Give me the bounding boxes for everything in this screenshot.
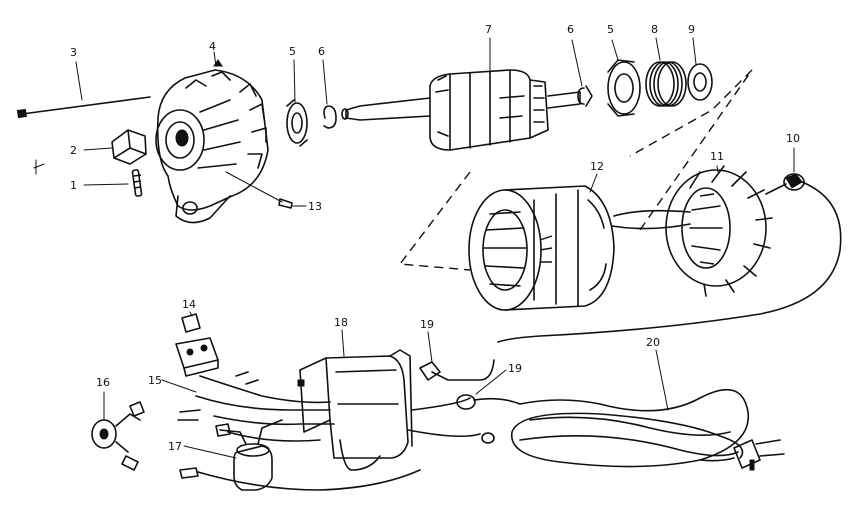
leader-5b <box>611 39 619 61</box>
part-strain-relief-lower <box>456 394 521 410</box>
part-bearing-right <box>607 59 641 117</box>
leader-4 <box>213 51 217 67</box>
callout-10: 10 <box>786 132 800 145</box>
part-connector-upper <box>419 359 495 381</box>
assembly-boundary-dashed <box>398 69 753 271</box>
part-stator <box>468 185 691 311</box>
part-end-shield-finned <box>665 165 773 297</box>
callout-3: 3 <box>70 46 77 59</box>
leader-18 <box>341 329 345 357</box>
leader-15 <box>161 379 197 393</box>
callout-16: 16 <box>96 376 110 389</box>
callout-5a: 5 <box>289 45 296 58</box>
leader-6a <box>322 59 328 105</box>
part-set-screw <box>131 169 143 197</box>
part-cord-grommet <box>765 173 805 195</box>
leader-2 <box>83 147 113 151</box>
part-switch-box <box>297 349 413 459</box>
callout-12: 12 <box>590 160 604 173</box>
leader-19b <box>475 369 507 395</box>
part-rotor-armature <box>341 69 581 151</box>
leader-19a <box>427 331 433 363</box>
callout-9: 9 <box>688 23 695 36</box>
leader-6b <box>571 39 583 87</box>
part-washer <box>687 63 713 101</box>
callout-5b: 5 <box>607 23 614 36</box>
leader-20 <box>655 349 669 411</box>
leader-5a <box>293 59 296 103</box>
part-spring <box>645 61 687 107</box>
callout-19a: 19 <box>420 318 434 331</box>
callout-7: 7 <box>485 23 492 36</box>
callout-17: 17 <box>168 440 182 453</box>
leader-13 <box>225 171 283 203</box>
callout-4: 4 <box>209 40 216 53</box>
leader-12 <box>589 173 598 193</box>
leader-8 <box>655 37 661 61</box>
part-end-bell-housing <box>155 59 269 224</box>
part-power-cord <box>511 388 785 471</box>
stray-mark <box>33 159 45 175</box>
part-nut <box>111 129 147 165</box>
part-screw-13 <box>278 198 293 209</box>
part-capacitor <box>215 419 283 491</box>
part-switch-protector <box>91 401 145 471</box>
part-retaining-ring-left <box>323 105 337 129</box>
part-bearing-left <box>286 99 308 147</box>
callout-6b: 6 <box>567 23 574 36</box>
callout-15: 15 <box>148 374 162 387</box>
leader-11 <box>716 165 719 173</box>
callout-19b: 19 <box>508 362 522 375</box>
callout-1: 1 <box>70 179 77 192</box>
leader-1 <box>83 183 129 186</box>
leader-3 <box>75 61 83 101</box>
callout-6a: 6 <box>318 45 325 58</box>
part-terminal-block <box>175 313 219 377</box>
leader-17 <box>183 445 237 459</box>
callout-13: 13 <box>308 200 322 213</box>
callout-14: 14 <box>182 298 196 311</box>
callout-18: 18 <box>334 316 348 329</box>
motor-lead-cord <box>497 181 842 343</box>
callout-2: 2 <box>70 144 77 157</box>
leader-14 <box>189 311 193 317</box>
callout-20: 20 <box>646 336 660 349</box>
callout-11: 11 <box>710 150 724 163</box>
leader-9 <box>692 37 697 65</box>
callout-8: 8 <box>651 23 658 36</box>
part-retaining-ring-right <box>577 85 593 107</box>
part-through-bolt <box>16 96 151 119</box>
